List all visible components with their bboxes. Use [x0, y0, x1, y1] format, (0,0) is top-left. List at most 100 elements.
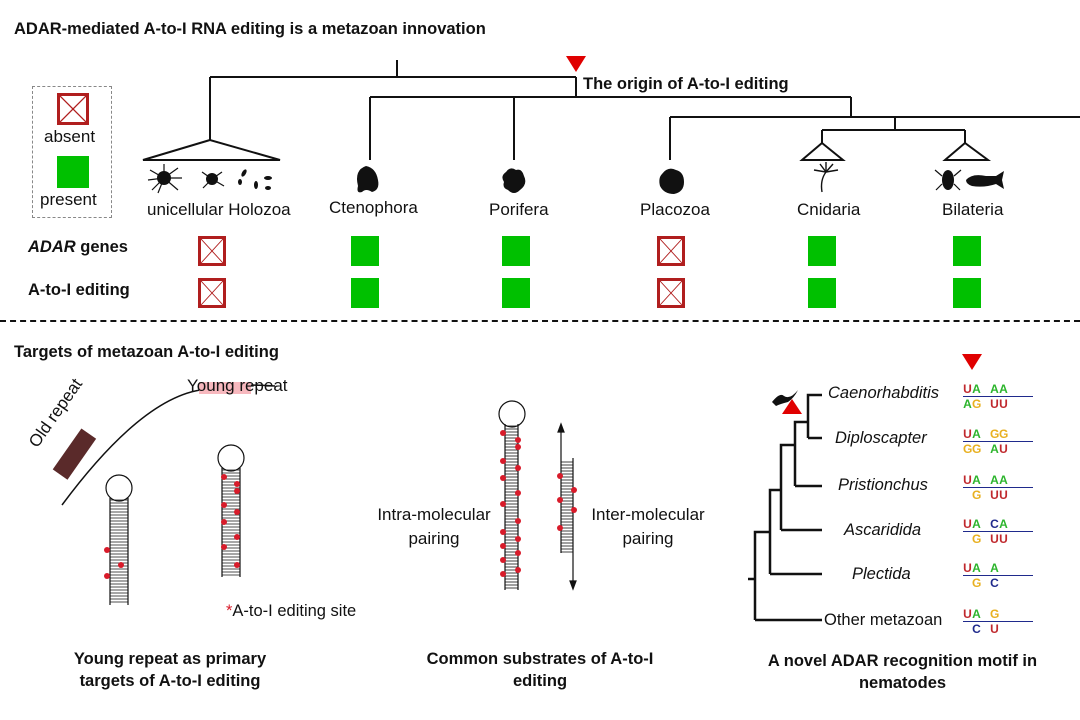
inter-line-2: pairing [622, 529, 674, 548]
editing-site-marker [500, 475, 506, 481]
cross-icon [201, 239, 223, 263]
adar-italic: ADAR [28, 238, 76, 256]
nematode-label-diploscapter: Diploscapter [835, 429, 927, 447]
editing-site-marker [221, 544, 227, 550]
caption-left-line-2: targets of A-to-I editing [79, 672, 261, 690]
editing-site-marker [515, 536, 521, 542]
editing-site-marker [234, 488, 240, 494]
editing-site-marker [571, 507, 577, 513]
caption-middle-line-2: editing [512, 672, 568, 690]
cross-icon [660, 239, 682, 263]
editing-site-marker [500, 501, 506, 507]
fish-icon [966, 171, 1004, 189]
editing-site-legend: *A-to-I editing site [226, 602, 357, 620]
editing-site-marker [500, 571, 506, 577]
ctenophore-icon [357, 166, 379, 193]
legend-box [32, 86, 112, 218]
intra-line-2: pairing [408, 529, 460, 548]
nematode-label-plectida: Plectida [852, 565, 911, 583]
origin-marker-icon [566, 56, 586, 72]
clade-triangle-holozoa [142, 138, 281, 161]
nematode-tree [748, 393, 822, 622]
inter-line-1: Inter-molecular [591, 505, 705, 524]
present-cell [502, 278, 530, 308]
editing-site-marker [500, 543, 506, 549]
present-cell [953, 236, 981, 266]
present-cell [953, 278, 981, 308]
nematode-label-other-metazoan: Other metazoan [824, 611, 943, 629]
present-cell [502, 236, 530, 266]
filasterean-icon [201, 171, 225, 189]
old-repeat-block [52, 428, 97, 480]
adar-genes-text: genes [75, 238, 128, 256]
editing-site-marker [515, 444, 521, 450]
editing-site-marker [221, 474, 227, 480]
row-label-a-to-i-editing: A-to-I editing [28, 281, 130, 299]
editing-site-marker [234, 534, 240, 540]
inter-molecular-label: Inter-molecular pairing [583, 503, 713, 551]
editing-site-marker [221, 519, 227, 525]
editing-site-marker [234, 481, 240, 487]
intra-molecular-label: Intra-molecular pairing [369, 503, 499, 551]
editing-site-marker [515, 437, 521, 443]
editing-site-marker [234, 509, 240, 515]
absent-cell [198, 236, 226, 266]
top-panel-title: ADAR-mediated A-to-I RNA editing is a me… [14, 20, 486, 38]
editing-site-marker [500, 430, 506, 436]
legend-present-swatch [57, 156, 89, 188]
editing-site-marker [221, 502, 227, 508]
caption-middle: Common substrates of A-to-I editing [385, 648, 695, 692]
taxon-label-unicellular-holozoa: unicellular Holozoa [147, 200, 291, 219]
editing-site-marker [104, 547, 110, 553]
cross-icon [660, 281, 682, 305]
fly-icon [934, 169, 962, 191]
taxon-label-placozoa: Placozoa [640, 200, 710, 219]
editing-site-marker [515, 567, 521, 573]
present-cell [351, 278, 379, 308]
editing-site-marker [234, 562, 240, 568]
legend-present-label: present [40, 190, 97, 209]
caption-right-line-2: nematodes [858, 674, 947, 692]
clade-triangle-bilateria [942, 141, 992, 161]
nematode-worm-icon [772, 390, 798, 406]
absent-cell [657, 236, 685, 266]
present-cell [351, 236, 379, 266]
editing-site-marker [104, 573, 110, 579]
ichthyosporean-icon [238, 169, 272, 190]
bottom-panel-title: Targets of metazoan A-to-I editing [14, 343, 279, 361]
editing-site-marker [500, 458, 506, 464]
hairpin-old [105, 474, 133, 605]
editing-site-marker [515, 518, 521, 524]
editing-site-marker [557, 497, 563, 503]
caption-left: Young repeat as primary targets of A-to-… [40, 648, 300, 692]
editing-site-marker [515, 550, 521, 556]
nematode-label-caenorhabditis: Caenorhabditis [828, 384, 939, 402]
intra-line-1: Intra-molecular [377, 505, 491, 524]
taxon-label-cnidaria: Cnidaria [797, 200, 861, 219]
caption-left-line-1: Young repeat as primary [73, 650, 267, 668]
absent-cell [657, 278, 685, 308]
editing-site-legend-text: A-to-I editing site [232, 602, 357, 620]
editing-site-marker [500, 529, 506, 535]
motif-position-marker-icon [962, 354, 982, 370]
young-repeat-block [199, 382, 251, 394]
choanoflagellate-icon [147, 164, 182, 194]
placozoan-icon [659, 168, 684, 194]
absent-cell [198, 278, 226, 308]
cnidarian-icon [813, 162, 839, 193]
panel-divider [0, 320, 1080, 322]
taxon-label-bilateria: Bilateria [942, 200, 1004, 219]
legend-absent-label: absent [44, 127, 96, 146]
origin-label: The origin of A-to-I editing [583, 75, 789, 93]
editing-site-marker [557, 473, 563, 479]
editing-site-marker [557, 525, 563, 531]
editing-site-marker [571, 487, 577, 493]
present-cell [808, 278, 836, 308]
row-label-adar-genes: ADAR genes [28, 238, 128, 257]
inter-molecular-duplex [557, 422, 577, 591]
